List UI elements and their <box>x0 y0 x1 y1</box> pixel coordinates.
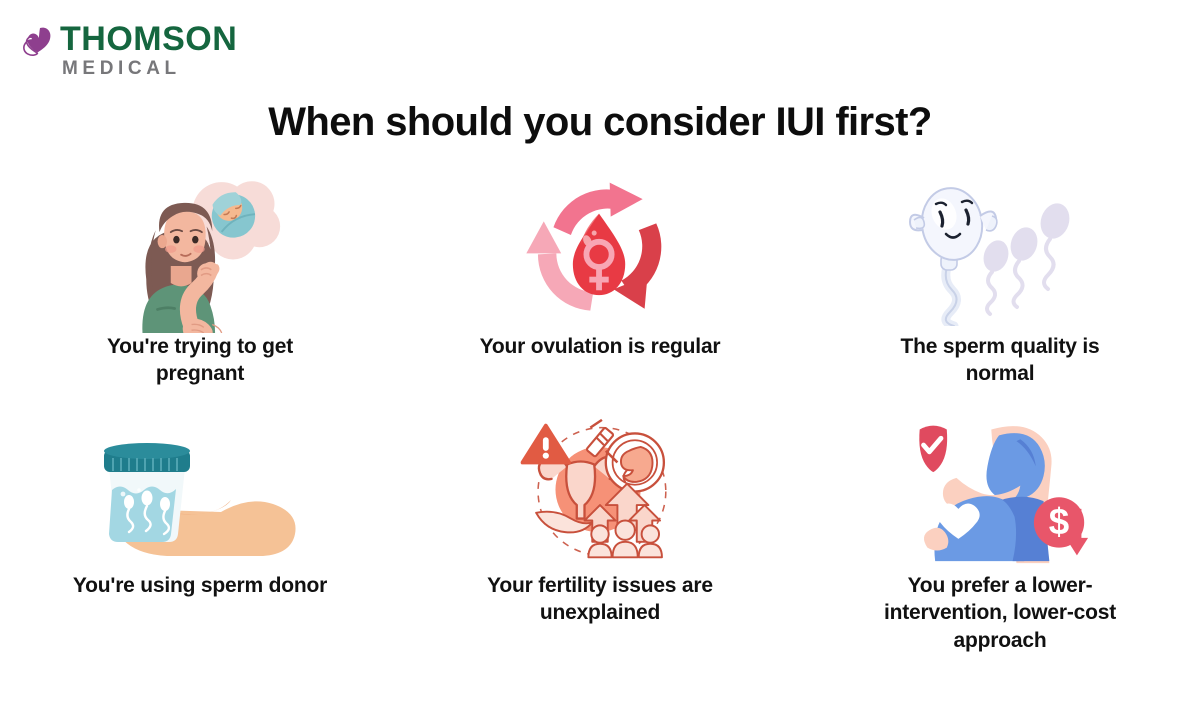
thinking-woman-baby-thought-bubble-illustration <box>95 168 305 333</box>
criteria-caption: You're using sperm donor <box>72 574 328 597</box>
hand-holding-sperm-sample-cup-illustration <box>85 416 315 566</box>
brand-logo: THOMSON MEDICAL <box>20 22 237 78</box>
criteria-item-fertility-issues-unexplained: Your fertility issues are unexplained <box>400 416 800 664</box>
page-title: When should you consider IUI first? <box>268 100 932 144</box>
criteria-item-lower-intervention-lower-cost: $ You prefer a lower-intervention, lower… <box>800 416 1200 664</box>
logo-wordmark-secondary: MEDICAL <box>62 58 181 79</box>
criteria-item-sperm-quality-normal: The sperm quality is normal <box>800 168 1200 416</box>
criteria-item-using-sperm-donor: You're using sperm donor <box>0 416 400 664</box>
criteria-caption: Your ovulation is regular <box>479 335 721 358</box>
criteria-caption: You prefer a lower-intervention, lower-c… <box>883 574 1117 652</box>
criteria-caption: You're trying to get pregnant <box>106 335 294 386</box>
pregnant-woman-shield-cost-down-illustration: $ <box>895 416 1105 566</box>
criteria-item-ovulation-regular: Your ovulation is regular <box>400 168 800 416</box>
strong-sperm-character-illustration <box>900 168 1100 333</box>
unexplained-infertility-uterus-embryo-warning-illustration <box>510 416 690 566</box>
butterfly-heart-icon <box>20 24 56 68</box>
svg-text:$: $ <box>1049 501 1069 542</box>
criteria-caption: Your fertility issues are unexplained <box>487 574 713 625</box>
criteria-caption: The sperm quality is normal <box>900 335 1100 386</box>
criteria-item-trying-to-get-pregnant: You're trying to get pregnant <box>0 168 400 416</box>
logo-wordmark-primary: THOMSON <box>60 20 238 58</box>
ovulation-cycle-blood-drop-female-symbol-illustration <box>510 168 690 333</box>
criteria-grid: You're trying to get pregnant <box>0 168 1200 664</box>
